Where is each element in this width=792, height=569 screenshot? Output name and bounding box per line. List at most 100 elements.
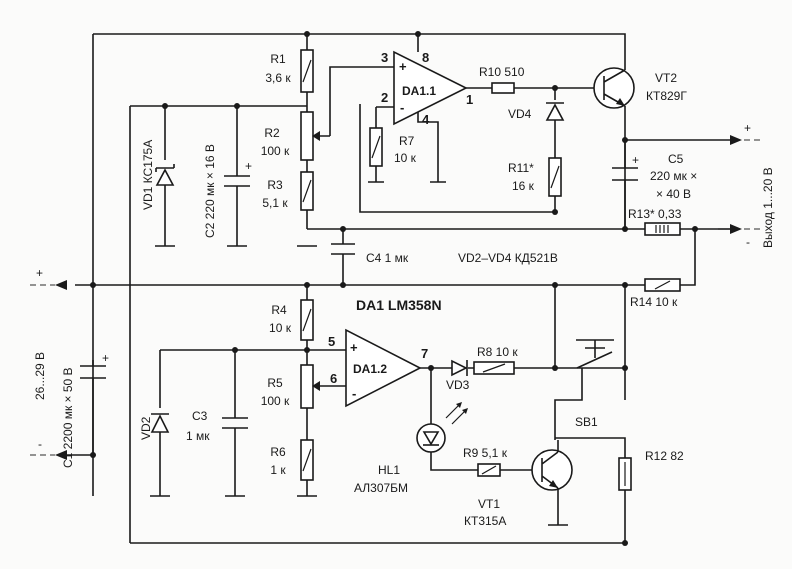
- r7-name: R7: [399, 134, 415, 148]
- capacitor-c3: C3 1 мк: [186, 409, 248, 443]
- diode-vd3: VD3: [446, 359, 470, 392]
- capacitor-c4: C4 1 мк: [331, 243, 409, 265]
- c3-value: 1 мк: [186, 429, 210, 443]
- c5-value1: 220 мк ×: [650, 169, 697, 183]
- da12-pin-plus: 5: [328, 334, 335, 349]
- da11-pin-vcc: 8: [422, 50, 429, 65]
- c5-name: C5: [668, 152, 684, 166]
- resistor-r10: R10 510: [479, 65, 525, 94]
- r2-name: R2: [264, 126, 280, 140]
- r9-label: R9 5,1 к: [463, 446, 508, 460]
- r4-name: R4: [271, 303, 287, 317]
- capacitor-c2: + C2 220 мк × 16 В: [203, 144, 252, 238]
- sb1-label: SB1: [575, 415, 598, 429]
- c5-plus: +: [632, 153, 639, 167]
- r13-label: R13* 0,33: [628, 207, 682, 221]
- r5-name: R5: [267, 376, 283, 390]
- ground-symbols: [150, 181, 568, 526]
- r6-name: R6: [270, 445, 286, 459]
- resistor-r6: R6 1 к: [270, 439, 314, 481]
- resistor-r5: R5 100 к: [261, 364, 320, 409]
- r5-value: 100 к: [261, 394, 290, 408]
- resistor-r2: R2 100 к: [261, 111, 320, 161]
- r10-label: R10 510: [479, 65, 525, 79]
- input-label: 26...29 В: [33, 352, 47, 400]
- da12-pin-minus: 6: [330, 371, 337, 386]
- capacitor-c1: + C1 2200 мк × 50 В: [61, 351, 109, 468]
- output-plus: +: [744, 121, 751, 135]
- wires: [62, 33, 718, 544]
- vt2-part: КТ829Г: [646, 89, 687, 103]
- resistor-r12: R12 82: [618, 449, 684, 491]
- resistor-r14: R14 10 к: [630, 278, 681, 309]
- da11-pin-gnd: 4: [422, 112, 430, 127]
- resistor-r8: R8 10 к: [473, 345, 518, 375]
- hl1-name: HL1: [378, 463, 400, 477]
- resistor-r13: R13* 0,33: [628, 207, 682, 236]
- da12-label: DA1.2: [353, 362, 387, 376]
- transistor-vt2: VT2 КТ829Г: [593, 67, 687, 109]
- c3-name: C3: [192, 409, 208, 423]
- vd2-label: VD2: [139, 416, 153, 440]
- vd3-label: VD3: [446, 378, 470, 392]
- vd-note: VD2–VD4 КД521В: [458, 251, 558, 265]
- da11-pin-out: 1: [466, 92, 473, 107]
- c2-plus: +: [245, 159, 252, 173]
- terminal-arrows: [30, 135, 760, 460]
- c1-plus: +: [102, 351, 109, 365]
- c5-value2: × 40 В: [656, 187, 691, 201]
- r8-label: R8 10 к: [477, 345, 518, 359]
- c2-label: C2 220 мк × 16 В: [203, 144, 217, 238]
- junction-dots: [90, 31, 698, 546]
- r7-value: 10 к: [394, 151, 417, 165]
- input-minus: -: [38, 437, 42, 451]
- output-label: Выход 1...20 В: [761, 167, 775, 248]
- da11-pin-plus: 3: [381, 50, 388, 65]
- c4-label: C4 1 мк: [366, 251, 409, 265]
- r12-label: R12 82: [645, 449, 684, 463]
- da11-plus-sign: +: [399, 59, 407, 74]
- r4-value: 10 к: [269, 321, 292, 335]
- diode-vd4: VD4: [508, 102, 565, 121]
- r1-value: 3,6 к: [265, 71, 291, 85]
- resistor-r1: R1 3,6 к: [265, 49, 314, 93]
- vt1-name: VT1: [478, 497, 500, 511]
- r3-value: 5,1 к: [262, 196, 288, 210]
- output-minus: -: [746, 235, 750, 249]
- da11-pin-minus: 2: [381, 90, 388, 105]
- r6-value: 1 к: [270, 463, 286, 477]
- da12-plus-sign: +: [350, 340, 358, 355]
- opamp-da1-2: DA1.2 + - 5 6 7: [328, 328, 428, 408]
- resistor-r3: R3 5,1 к: [262, 171, 314, 211]
- capacitor-c5: + C5 220 мк × × 40 В: [612, 152, 697, 201]
- diode-vd2: VD2: [139, 413, 170, 440]
- r14-label: R14 10 к: [630, 295, 678, 309]
- r3-name: R3: [267, 178, 283, 192]
- c1-label: C1 2200 мк × 50 В: [61, 367, 75, 468]
- r11-name: R11*: [508, 161, 534, 175]
- resistor-r7: R7 10 к: [369, 127, 417, 167]
- da1-label: DA1 LM358N: [356, 297, 442, 313]
- r1-name: R1: [270, 52, 286, 66]
- vd4-label: VD4: [508, 107, 532, 121]
- transistor-vt1: VT1 КТ315А: [464, 440, 573, 528]
- resistor-r4: R4 10 к: [269, 299, 314, 341]
- da11-label: DA1.1: [402, 84, 436, 98]
- vt1-part: КТ315А: [464, 514, 506, 528]
- vt2-name: VT2: [655, 71, 677, 85]
- da12-pin-out: 7: [421, 346, 428, 361]
- resistor-r9: R9 5,1 к: [463, 446, 508, 477]
- da11-minus-sign: -: [400, 100, 404, 115]
- vd1-label: VD1 КС175А: [141, 140, 155, 210]
- hl1-part: АЛ307БМ: [354, 481, 408, 495]
- zener-vd1: VD1 КС175А: [141, 140, 175, 210]
- r11-value: 16 к: [512, 179, 535, 193]
- opamp-da1-1: DA1.1 + - 3 2 8 4 1: [381, 50, 473, 127]
- r2-value: 100 к: [261, 144, 290, 158]
- resistor-r11: R11* 16 к: [508, 157, 562, 197]
- da12-minus-sign: -: [352, 386, 356, 401]
- switch-sb1: SB1: [575, 339, 614, 429]
- led-hl1: HL1 АЛ307БМ: [354, 402, 468, 495]
- input-plus: +: [36, 266, 43, 280]
